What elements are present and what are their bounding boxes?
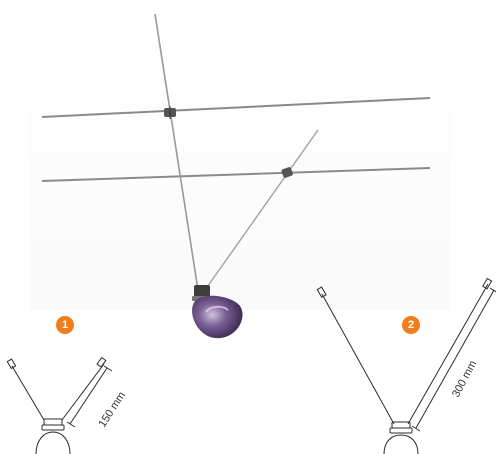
variant-1-diagram <box>6 356 113 454</box>
variant-2-badge: 2 <box>402 316 420 334</box>
upper-wire-clamp <box>164 106 176 119</box>
lower-tension-wire <box>41 167 431 182</box>
upper-tension-wire <box>41 97 431 118</box>
lower-wire-clamp <box>281 167 293 178</box>
variant-1-badge: 1 <box>56 316 74 334</box>
left-suspension-rod <box>154 13 199 291</box>
lamp-head <box>192 285 243 339</box>
variant-2-diagram <box>316 277 496 454</box>
right-suspension-rod <box>204 129 319 291</box>
